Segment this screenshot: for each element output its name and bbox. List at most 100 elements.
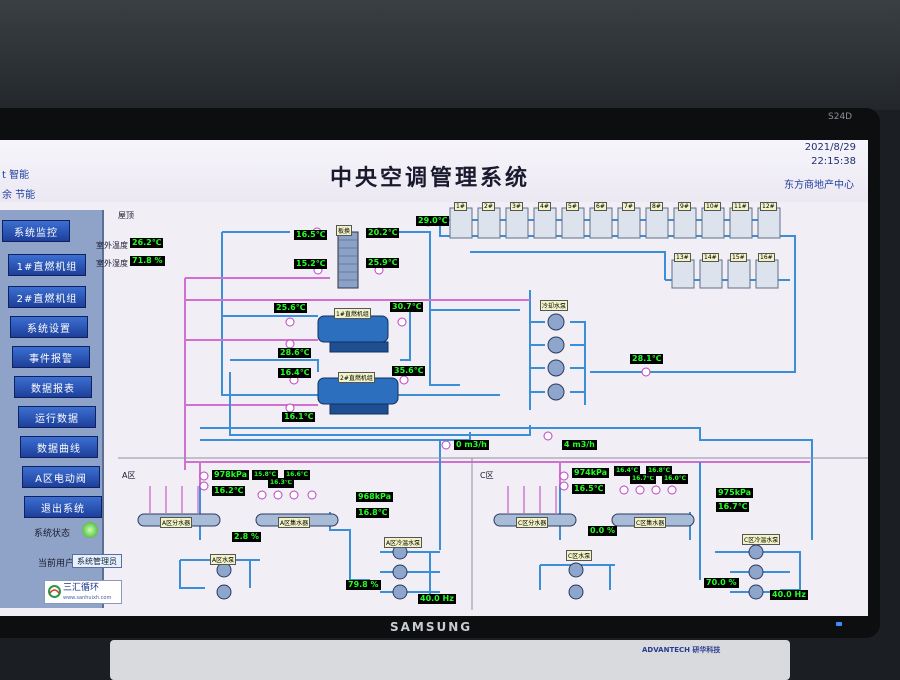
cw-pump-pipes [529,290,586,410]
zone-a-pressure2: 968kPa [356,492,394,502]
tower-16-label: 16# [758,253,775,262]
zone-c-supply-header[interactable]: C区分水器 [516,517,549,528]
tower-14-label: 14# [702,253,719,262]
cw-pump-label: 冷却水泵 [540,300,569,311]
zone-a-pumps [216,544,408,600]
tower-11-label: 11# [732,202,749,211]
zone-return-pipes [199,462,561,485]
header: t 智能 余 节能 中央空调管理系统 2021/8/29 22:15:38 东方… [0,140,868,202]
tower-7-label: 7# [622,202,635,211]
zone-a-supply-header[interactable]: A区分水器 [160,517,193,528]
zone-c-valve: 0.0 % [588,526,617,536]
nav-chiller1[interactable]: 1#直燃机组 [8,254,86,276]
nav-system-monitor[interactable]: 系统监控 [2,220,70,242]
zone-a-return-header[interactable]: A区集水器 [278,517,311,528]
logo-url: www.sanhuixh.com [63,595,112,601]
zone-a-pump-label: A区水泵 [210,554,237,565]
swirl-logo-icon [48,585,61,598]
nav-curves[interactable]: 数据曲线 [20,436,98,458]
zone-c-freq: 40.0 Hz [770,590,808,600]
monitor-model: S24D [828,112,853,122]
nav-chiller2[interactable]: 2#直燃机组 [8,286,86,308]
zone-a-riser-pipes [149,486,199,514]
header-left-line2: 余 节能 [2,190,36,201]
sidebar: 系统监控 1#直燃机组 2#直燃机组 系统设置 事件报警 数据报表 运行数据 数… [0,210,104,608]
zone-a-sub-temp-1: 15.8℃ [252,470,279,480]
tower-supply-pipe [439,219,796,373]
hx-plate-lines [338,239,358,281]
zone-a-pump2-label: A区冷温水泵 [384,537,423,548]
chiller2-label[interactable]: 2#直燃机组 [338,372,375,383]
zone-c-pump-label: C区水泵 [566,550,593,561]
hx-out-left: 15.2℃ [294,259,328,269]
chiller2-temp2: 35.6℃ [392,366,426,376]
area-label: 屋顶 [118,211,134,220]
nav-settings[interactable]: 系统设置 [10,316,88,338]
outdoor-humidity-label: 室外湿度 [96,259,128,268]
plate-heat-exchanger[interactable] [337,231,359,289]
nav-zone-a-valve[interactable]: A区电动阀 [22,466,100,488]
zone-a-valve2: 79.8 % [346,580,381,590]
keyboard-brand: ADVANTECH 研华科技 [642,646,721,654]
hx-label: 板换 [336,225,353,236]
tower-8-label: 8# [650,202,663,211]
zone-a-valve: 2.8 % [232,532,261,542]
zone-c-valve2: 70.0 % [704,578,739,588]
zone-a-temp: 16.2℃ [212,486,246,496]
zone-c-pumps [568,544,764,600]
flow-meter-2: 4 m3/h [562,440,597,450]
tower-supply-temp: 29.0℃ [416,216,450,226]
tower-10-label: 10# [704,202,721,211]
cw-return-temp: 28.1℃ [630,354,664,364]
page-title: 中央空调管理系统 [330,166,531,191]
keyboard [110,640,790,680]
zone-a-label: A区 [122,471,136,480]
cooling-water-pumps [547,313,565,401]
outdoor-temp-label: 室外温度 [96,241,128,250]
site-name: 东方商地产中心 [784,180,854,191]
tower-5-label: 5# [566,202,579,211]
logo-text: 三汇循环 [63,583,100,593]
nav-reports[interactable]: 数据报表 [14,376,92,398]
chiller1-label[interactable]: 1#直燃机组 [334,308,371,319]
chiller2-temp1: 16.4℃ [278,368,312,378]
zone-c-return-header[interactable]: C区集水器 [634,517,667,528]
status-indicator-icon [82,522,98,538]
time-display: 22:15:38 [811,156,856,167]
monitor-brand: SAMSUNG [390,620,473,634]
zone-a-pressure: 978kPa [212,470,250,480]
tower-2-label: 2# [482,202,495,211]
chiller-1[interactable] [317,315,389,353]
zone-c-sub-temp-2: 16.7℃ [630,474,657,484]
nav-run-data[interactable]: 运行数据 [18,406,96,428]
hx-in-right: 20.2℃ [366,228,400,238]
cooling-towers-row1 [449,207,781,239]
zone-c-temp: 16.5℃ [572,484,606,494]
chiller1-temp3: 28.6℃ [278,348,312,358]
tower-3-label: 3# [510,202,523,211]
current-user-label: 当前用户 [38,559,75,569]
zone-a-temp2: 16.8℃ [356,508,390,518]
zone-c-sub-temp-3: 16.8℃ [646,466,673,476]
chiller-2[interactable] [317,377,399,415]
sensor-dots [199,217,677,500]
tower-13-label: 13# [674,253,691,262]
supply-pipe-main [221,231,520,396]
company-logo: 三汇循环 www.sanhuixh.com [44,580,122,604]
cooling-towers-row2 [671,259,779,289]
return-pipe-main [184,277,810,470]
nav-exit[interactable]: 退出系统 [24,496,102,518]
chiller1-temp2: 30.7℃ [390,302,424,312]
background-wall [0,0,900,110]
tower-15-label: 15# [730,253,747,262]
zone-c-pressure2: 975kPa [716,488,754,498]
scada-screen: t 智能 余 节能 中央空调管理系统 2021/8/29 22:15:38 东方… [0,140,868,616]
hx-out-right: 25.9℃ [366,258,400,268]
current-user-value[interactable]: 系统管理员 [72,554,122,568]
nav-alarms[interactable]: 事件报警 [12,346,90,368]
tower-4-label: 4# [538,202,551,211]
date-display: 2021/8/29 [804,142,856,153]
tower-6-label: 6# [594,202,607,211]
outdoor-temp-value: 26.2℃ [130,238,164,248]
chiller2-temp3: 16.1℃ [282,412,316,422]
